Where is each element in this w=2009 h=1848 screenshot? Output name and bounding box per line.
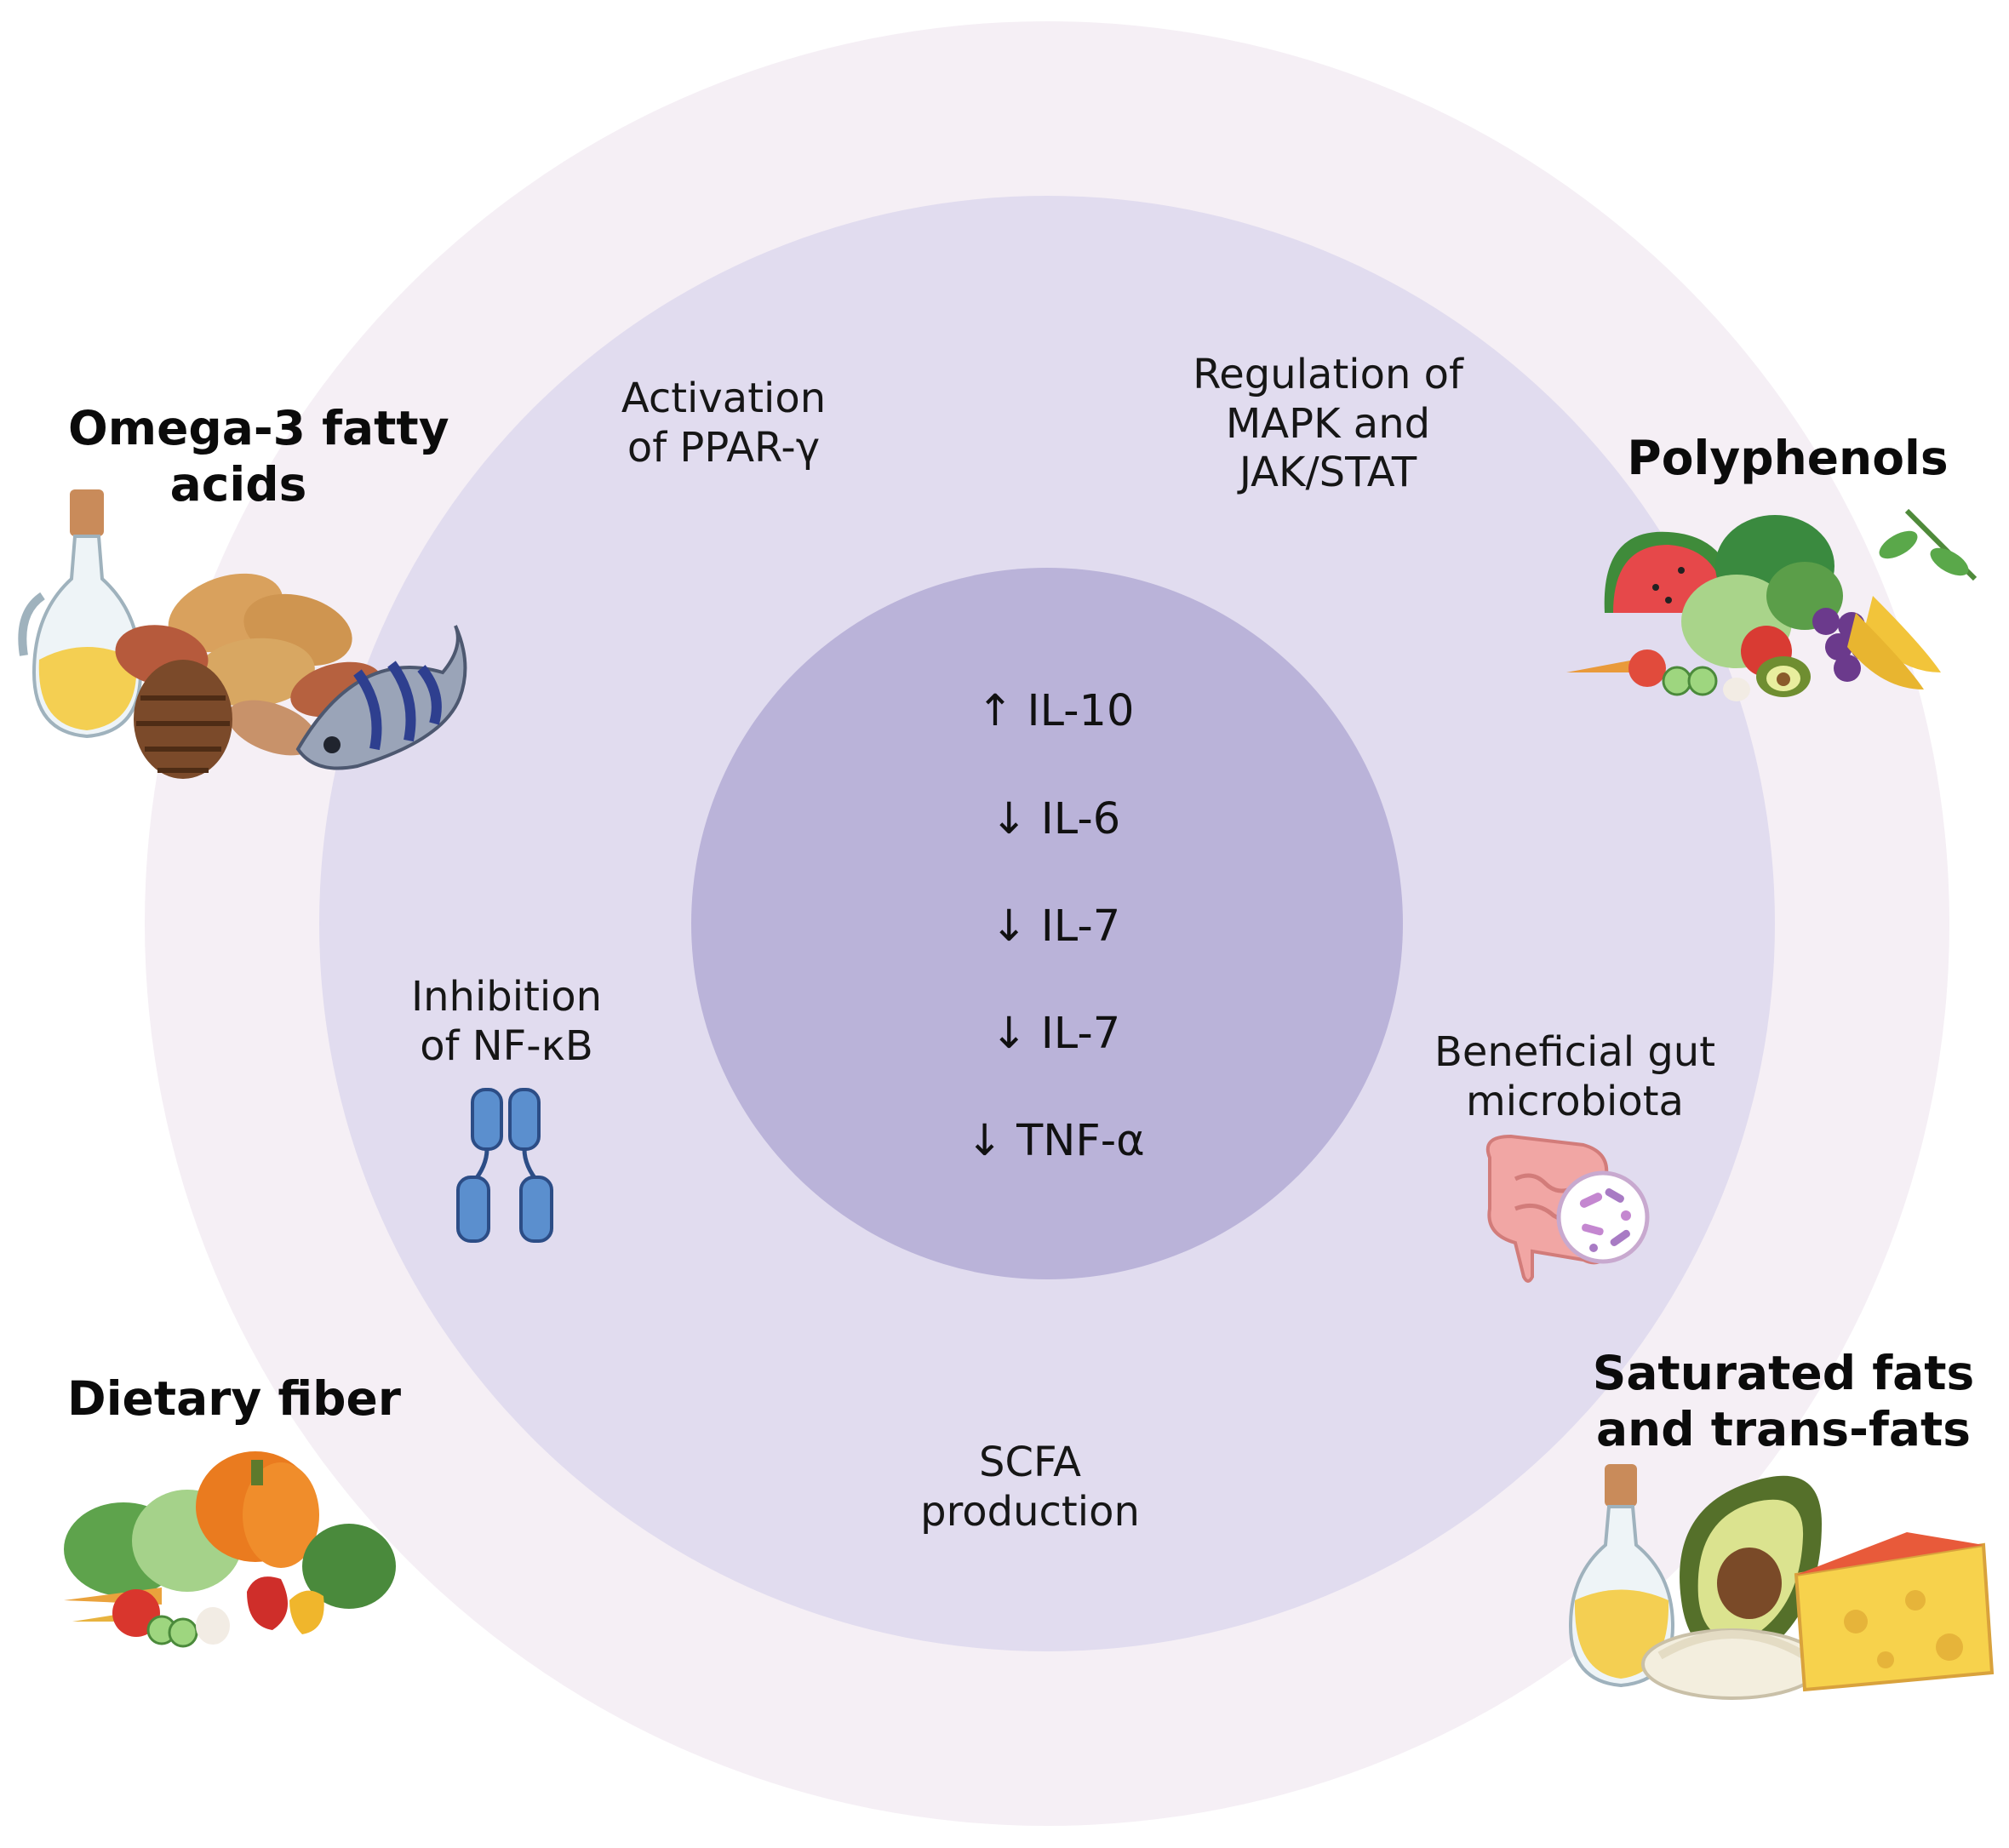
cytokine-il7-b: ↓ IL-7	[990, 1009, 1121, 1059]
intestine-bacteria-icon	[1485, 1134, 1650, 1283]
oil-avocado-cheese-icon	[1568, 1464, 1995, 1700]
mapk-label-line2: MAPK and	[1225, 399, 1431, 448]
microbiota-label: Beneficial gut microbiota	[1388, 1028, 1762, 1126]
ppar-label-line1: Activation	[621, 375, 827, 422]
fiber-title-line1: Dietary fiber	[67, 1371, 401, 1426]
scfa-label-line2: production	[920, 1487, 1140, 1536]
cytokine-il6: ↓ IL-6	[990, 794, 1121, 844]
receptor-icon	[456, 1088, 553, 1243]
microbiota-label-line2: microbiota	[1466, 1077, 1684, 1125]
polyphenols-title: Polyphenols	[1600, 430, 1975, 486]
fiber-title: Dietary fiber	[60, 1370, 409, 1427]
ppar-label-line2: of PPAR-γ	[627, 423, 821, 472]
omega3-title-line2: acids	[169, 457, 307, 512]
nfkb-label: Inhibition of NF-κB	[341, 973, 673, 1071]
polyphenols-title-line1: Polyphenols	[1627, 431, 1949, 485]
omega3-title: Omega-3 fatty acids	[68, 400, 449, 512]
saturated-title-line1: Saturated fats	[1592, 1346, 1975, 1400]
scfa-label-line1: SCFA	[978, 1439, 1082, 1486]
oil-nuts-fish-icon	[18, 489, 467, 779]
omega3-title-line1: Omega-3 fatty	[68, 401, 449, 455]
microbiota-label-line1: Beneficial gut	[1434, 1028, 1716, 1076]
cytokine-tnfa: ↓ TNF-α	[966, 1116, 1145, 1166]
mapk-label-line3: JAK/STAT	[1239, 449, 1417, 497]
scfa-label: SCFA production	[868, 1439, 1192, 1536]
ppar-label: Activation of PPAR-γ	[553, 375, 894, 472]
mapk-label: Regulation of MAPK and JAK/STAT	[1141, 351, 1515, 498]
inner-circle	[691, 568, 1403, 1279]
fruits-vegetables-icon	[1566, 508, 1978, 701]
vegetables-pumpkin-icon	[64, 1451, 396, 1648]
saturated-title: Saturated fats and trans-fats	[1583, 1345, 1983, 1457]
cytokine-il7-a: ↓ IL-7	[990, 901, 1121, 952]
mapk-label-line1: Regulation of	[1193, 351, 1463, 398]
nfkb-label-line2: of NF-κB	[420, 1021, 593, 1070]
saturated-title-line2: and trans-fats	[1595, 1402, 1972, 1456]
nfkb-label-line1: Inhibition	[410, 973, 603, 1021]
cytokine-il10: ↑ IL-10	[976, 686, 1135, 736]
